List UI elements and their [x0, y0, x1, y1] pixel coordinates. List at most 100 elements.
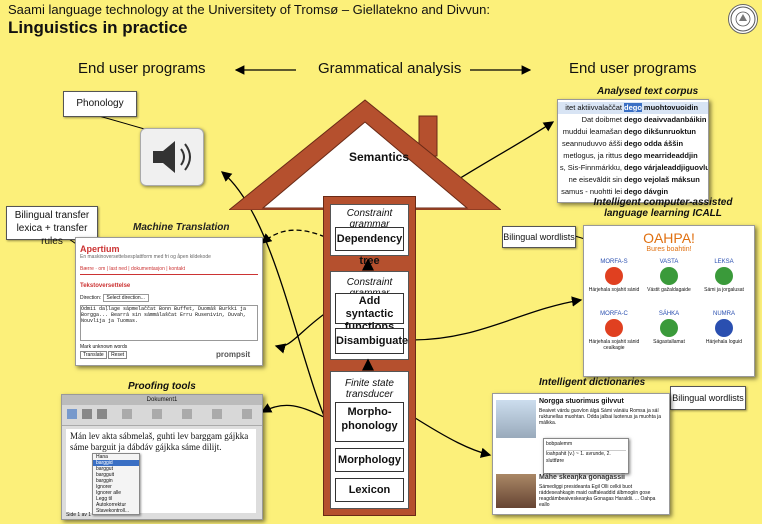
dict-photo-1 — [496, 400, 536, 438]
corpus-keyword: dego — [624, 139, 642, 148]
spelling-menu-item[interactable]: barggut — [96, 466, 113, 472]
corpus-left-context: muddui leamašan — [562, 127, 622, 136]
dict-popup-word: bobpalemm — [546, 441, 573, 447]
spelling-menu-item[interactable]: Stavekontroll... — [96, 508, 130, 514]
dict-popup-translation: loahpahit (v.) ~ 1. avrunde, 2. sluttfør… — [546, 450, 626, 465]
category-center: Grammatical analysis — [318, 60, 462, 77]
word-sentence: Mán lev akta sábmelaš, guhti lev barggam… — [70, 431, 249, 452]
mt-screenshot: Apertium En maskinoversettelsesplattform… — [75, 237, 263, 366]
corpus-right-context: várjaleaddjiguovlun — [643, 163, 709, 172]
spelling-menu-item[interactable]: Ignorer — [96, 484, 112, 490]
oahpa-tile-icon — [605, 267, 623, 285]
oahpa-tile-text: Ságastallamat — [653, 339, 685, 345]
word-statusbar: Side 1 av 1 — [66, 512, 92, 518]
category-left: End user programs — [78, 60, 206, 77]
dict-para-1: Beaivet várdu guovlon álgá Sámi vánáiu R… — [539, 408, 662, 426]
oahpa-tile[interactable]: MORFA-C Hárjehala sojahit sánid cealkagie — [588, 311, 640, 351]
callout-wordlists-icall: Bilingual wordlists — [502, 226, 576, 248]
toolbar-icons — [67, 409, 252, 419]
corpus-keyword: dego — [624, 151, 642, 160]
corpus-left-context: Dat doibmet — [581, 115, 622, 124]
corpus-left-context: metlogus, ja rittus — [563, 151, 622, 160]
corpus-right-context: muohtovuoidin — [643, 103, 699, 112]
dict-para-2: Sámediggi presideanta Egil Olli celkii b… — [539, 484, 656, 508]
dictionary-screenshot: Norgga stuorimus gilvvut Beaivet várdu g… — [492, 393, 670, 515]
word-toolbar — [62, 405, 262, 426]
corpus-left-context: seannuduvvo ášši — [561, 139, 622, 148]
corpus-right-context: odda áššin — [643, 139, 684, 148]
section-proofing-title: Proofing tools — [128, 381, 196, 392]
house-roof — [227, 98, 503, 211]
spelling-menu-item[interactable]: barggid — [93, 460, 139, 466]
mt-buttons: Translate Reset — [80, 351, 258, 359]
prompsit-logo: prompsit — [216, 350, 251, 359]
callout-wordlists-dict: Bilingual wordlists — [670, 386, 746, 410]
category-right: End user programs — [569, 60, 697, 77]
mt-text-area[interactable]: Odmii daḷlage sápmelaččat Bonn Buḟfet, D… — [80, 305, 258, 341]
corpus-left-context: s, Sis-Finnmárkku, — [559, 163, 622, 172]
mt-translate-button[interactable]: Translate — [80, 351, 107, 359]
cg-box-syntax: Constraint grammar Add syntactic functio… — [330, 271, 409, 360]
mt-app-subtitle: En maskinoversettelsesplattform med fri … — [80, 254, 211, 260]
section-dictionaries-title: Intelligent dictionaries — [539, 377, 646, 388]
spelling-menu-item[interactable]: bargguit — [96, 472, 115, 478]
roof-semantics: Semantics — [348, 150, 410, 164]
corpus-right-context: dikšunruoktun — [643, 127, 697, 136]
oahpa-tile-text: Sámi ja jorgalusat — [704, 287, 744, 293]
university-seal-logo — [728, 4, 758, 34]
oahpa-tile-name: MORFA-S — [600, 259, 628, 265]
corpus-right-context: vejolaš máksun — [643, 175, 700, 184]
corpus-keyword: dego — [624, 115, 642, 124]
dict-heading-2: Máhe skeaŋka gonagassii — [539, 474, 625, 481]
fst-box: Finite state transducer Morpho-phonology… — [330, 371, 409, 509]
proofing-screenshot: Dokument1 Mán lev akta sábmelaš, guhti l… — [61, 394, 263, 520]
oahpa-tile-icon — [605, 319, 623, 337]
spelling-menu-item[interactable]: Ignorer alle — [96, 490, 122, 496]
spelling-menu-item[interactable]: barggin — [96, 478, 113, 484]
morphology: Morphology — [335, 448, 404, 472]
mt-nav[interactable]: Bærre · om | last ned | dokumentasjon | … — [80, 266, 258, 275]
spelling-menu-item[interactable]: Autokorrektur — [96, 502, 127, 508]
mt-section: Tekstoversettelse — [80, 283, 131, 289]
mt-direction-label: Direction: — [80, 295, 102, 301]
mt-reset-button[interactable]: Reset — [108, 351, 128, 359]
header-subtitle: Saami language technology at the Univers… — [8, 2, 490, 17]
oahpa-tile-name: NUMRA — [713, 311, 735, 317]
mt-app-title: Apertium — [80, 244, 120, 254]
corpus-keyword: dego — [624, 187, 642, 196]
oahpa-subtitle: Bures boahtin! — [646, 246, 692, 253]
cg-box-dependency: Constraint grammar Dependency tree — [330, 204, 409, 267]
spelling-menu-item[interactable]: Legg til — [96, 496, 113, 502]
mt-mark-unknown[interactable]: Mark unknown words — [80, 344, 128, 350]
corpus-left-context: itet aktiivvalaččat — [565, 103, 622, 112]
callout-phonology: Phonology — [63, 91, 137, 117]
oahpa-tile-icon — [660, 319, 678, 337]
oahpa-tile-name: VASTA — [659, 259, 679, 265]
oahpa-tile-icon — [715, 319, 733, 337]
corpus-left-context: ne eisevāldit sin — [568, 175, 622, 184]
section-mt-title: Machine Translation — [133, 222, 230, 233]
mt-direction-select[interactable]: Select direction... — [102, 294, 149, 302]
cg1-label: Constraint grammar — [346, 208, 393, 230]
oahpa-tile-name: MORFA-C — [600, 311, 628, 317]
house-inner-arrows — [362, 258, 374, 371]
corpus-keyword: dego — [624, 127, 642, 136]
mt-direction-row: Direction: Select direction... — [80, 294, 258, 302]
oahpa-tile-text: Hárjehala sojahit sánid cealkagie — [588, 339, 640, 351]
page-title: Linguistics in practice — [8, 18, 188, 37]
corpus-right-context: deaivvadanbáikin — [643, 115, 707, 124]
spelling-menu-item[interactable]: Hana — [96, 454, 108, 460]
corpus-keyword: dego — [624, 103, 642, 112]
section-corpus-title: Analysed text corpus — [597, 86, 699, 97]
